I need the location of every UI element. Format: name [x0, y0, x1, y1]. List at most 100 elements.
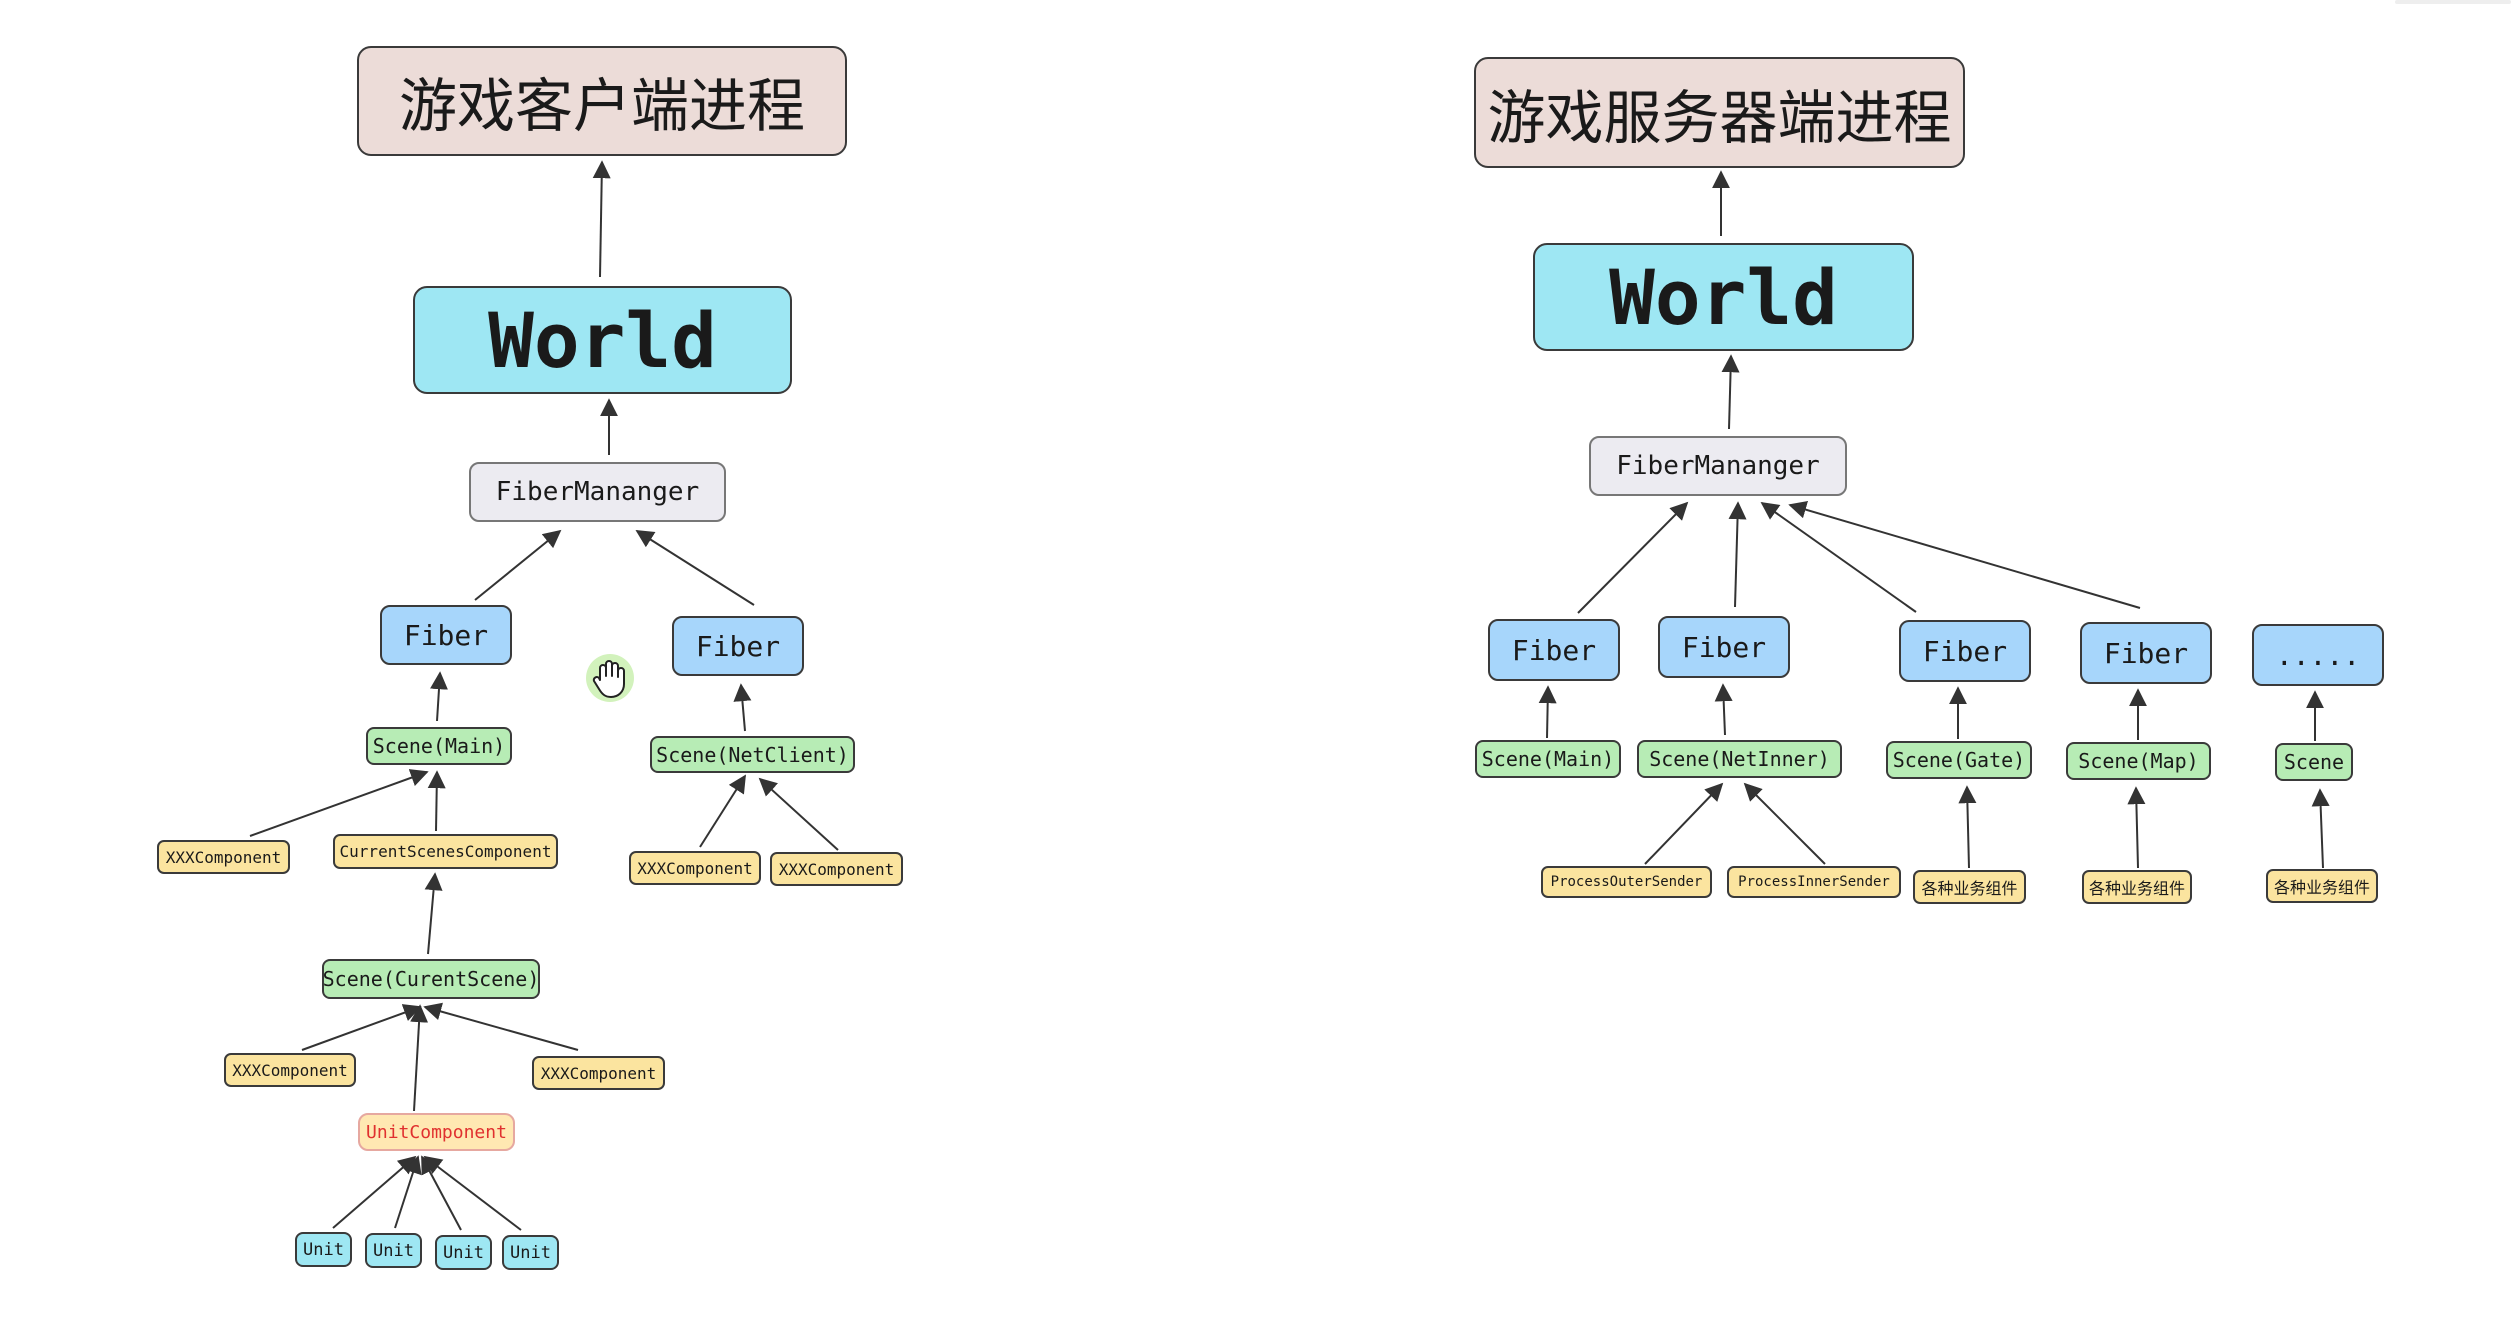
- client-world-node: World: [413, 286, 792, 394]
- server-scene-gate-label: Scene(Gate): [1892, 748, 2026, 772]
- edge-fiber-net-to-manager: [635, 530, 755, 606]
- client-unit-2-label: Unit: [373, 1240, 414, 1261]
- server-fiber-2-label: Fiber: [1681, 630, 1767, 664]
- server-fiber-manager-node: FiberMananger: [1589, 436, 1847, 496]
- server-world-node: World: [1533, 243, 1914, 351]
- server-scene-main-node: Scene(Main): [1475, 740, 1621, 778]
- client-unit-4-label: Unit: [510, 1242, 551, 1263]
- top-edge-bar: [2395, 0, 2511, 4]
- edge-xxx-a-to-scene-net: [699, 774, 746, 848]
- server-process-outer-sender-node: ProcessOuterSender: [1541, 866, 1712, 898]
- edge-unit2-to-unit-component: [394, 1155, 422, 1229]
- server-world-label: World: [1609, 252, 1838, 342]
- edge-xxx1-to-scene-main: [249, 769, 429, 837]
- client-fiber-net-node: Fiber: [672, 616, 804, 676]
- edge-biz2-to-map: [2127, 786, 2146, 869]
- edge-xxx-b-to-scene-net: [758, 777, 839, 851]
- server-scene-node: Scene: [2275, 743, 2353, 781]
- client-fiber-net-label: Fiber: [695, 629, 781, 663]
- client-unit-2-node: Unit: [365, 1233, 422, 1268]
- server-scene-main-label: Scene(Main): [1481, 747, 1615, 771]
- server-business-components-3-node: 各种业务组件: [2266, 869, 2378, 903]
- client-xxx-component-2-label: XXXComponent: [232, 1060, 348, 1080]
- edge-unit1-to-unit-component: [332, 1155, 417, 1229]
- server-process-outer-sender-label: ProcessOuterSender: [1550, 874, 1703, 890]
- client-fiber-main-label: Fiber: [403, 618, 489, 652]
- server-process-inner-sender-node: ProcessInnerSender: [1727, 866, 1901, 898]
- edge-manager-to-world-server: [1721, 354, 1740, 430]
- server-fiber-more-node: .....: [2252, 624, 2384, 686]
- client-xxx-component-b-node: XXXComponent: [770, 852, 903, 886]
- server-fiber-4-node: Fiber: [2080, 622, 2212, 684]
- edge-unit4-to-unit-component: [423, 1155, 522, 1231]
- client-xxx-component-a-node: XXXComponent: [629, 851, 761, 885]
- hand-grab-cursor-icon: [586, 654, 634, 702]
- edge-outer-sender-to-netinner: [1644, 782, 1724, 865]
- edge-fiber-main-to-manager: [474, 529, 562, 601]
- server-fiber-4-label: Fiber: [2103, 636, 2189, 670]
- client-unit-1-node: Unit: [295, 1232, 352, 1267]
- server-scene-netinner-label: Scene(NetInner): [1649, 747, 1830, 771]
- client-scene-netclient-node: Scene(NetClient): [650, 736, 855, 773]
- edge-inner-sender-to-netinner: [1743, 782, 1826, 865]
- edge-scene-main-to-fiber: [430, 671, 448, 722]
- edge-unit-component-to-curent-scene: [410, 1004, 429, 1112]
- server-manager-label: FiberMananger: [1616, 451, 1820, 481]
- client-manager-label: FiberMananger: [495, 477, 700, 507]
- client-unit-component-node: UnitComponent: [358, 1113, 515, 1151]
- server-scene-map-node: Scene(Map): [2066, 742, 2211, 780]
- server-business-components-3-label: 各种业务组件: [2273, 878, 2370, 897]
- server-business-components-2-node: 各种业务组件: [2082, 870, 2192, 904]
- edge-fiber1-to-manager: [1577, 501, 1689, 614]
- client-process-label: 游戏客户端进程: [398, 72, 805, 140]
- client-xxx-component-b-label: XXXComponent: [778, 859, 895, 879]
- server-business-components-1-label: 各种业务组件: [1921, 879, 2018, 898]
- server-fiber-1-label: Fiber: [1511, 633, 1597, 667]
- edge-current-scenes-to-scene-main: [427, 770, 446, 832]
- client-unit-1-label: Unit: [303, 1239, 344, 1260]
- edge-world-to-client-process: [592, 160, 611, 278]
- server-fiber-more-label: .....: [2275, 638, 2361, 672]
- server-process-label: 游戏服务器端进程: [1487, 83, 1952, 152]
- client-current-scenes-component-node: CurrentScenesComponent: [333, 834, 558, 869]
- server-business-components-2-label: 各种业务组件: [2088, 879, 2185, 898]
- client-xxx-component-3-node: XXXComponent: [532, 1056, 665, 1090]
- client-unit-4-node: Unit: [502, 1235, 559, 1270]
- client-process-node: 游戏客户端进程: [357, 46, 847, 156]
- server-process-inner-sender-label: ProcessInnerSender: [1738, 874, 1890, 890]
- edge-scene-main-to-fiber1: [1538, 685, 1557, 739]
- edge-scene-net-to-fiber: [733, 683, 752, 732]
- edge-biz1-to-gate: [1958, 785, 1977, 869]
- edge-xxx2-to-curent-scene: [301, 1004, 422, 1051]
- server-fiber-3-node: Fiber: [1899, 620, 2031, 682]
- server-fiber-1-node: Fiber: [1488, 619, 1620, 681]
- client-fiber-main-node: Fiber: [380, 605, 512, 665]
- server-process-node: 游戏服务器端进程: [1474, 57, 1965, 168]
- client-xxx-component-2-node: XXXComponent: [224, 1053, 356, 1087]
- edge-biz3-to-scene: [2311, 788, 2330, 869]
- client-xxx-component-1-label: XXXComponent: [165, 847, 282, 867]
- client-scene-main-label: Scene(Main): [372, 734, 506, 758]
- edge-unit3-to-unit-component: [421, 1155, 462, 1231]
- client-xxx-component-1-node: XXXComponent: [157, 840, 290, 874]
- edge-scene-netinner-to-fiber2: [1714, 683, 1733, 736]
- client-scene-netclient-label: Scene(NetClient): [656, 742, 849, 767]
- client-xxx-component-3-label: XXXComponent: [540, 1063, 657, 1083]
- edge-fiber3-to-manager: [1760, 501, 1917, 613]
- edge-fiber2-to-manager: [1728, 501, 1747, 608]
- client-xxx-component-a-label: XXXComponent: [637, 858, 753, 878]
- client-unit-component-label: UnitComponent: [366, 1121, 507, 1143]
- server-fiber-3-label: Fiber: [1922, 634, 2008, 668]
- server-scene-label: Scene: [2283, 750, 2345, 774]
- server-fiber-2-node: Fiber: [1658, 616, 1790, 678]
- client-unit-3-label: Unit: [443, 1242, 484, 1263]
- client-scene-curentscene-label: Scene(CurentScene): [322, 967, 540, 991]
- client-scene-main-node: Scene(Main): [366, 727, 512, 765]
- server-business-components-1-node: 各种业务组件: [1913, 870, 2026, 904]
- server-scene-netinner-node: Scene(NetInner): [1637, 740, 1842, 778]
- server-scene-map-label: Scene(Map): [2078, 749, 2199, 773]
- client-current-scenes-component-label: CurrentScenesComponent: [339, 842, 552, 861]
- client-unit-3-node: Unit: [435, 1235, 492, 1270]
- edge-curent-scene-to-current-scenes: [424, 872, 443, 955]
